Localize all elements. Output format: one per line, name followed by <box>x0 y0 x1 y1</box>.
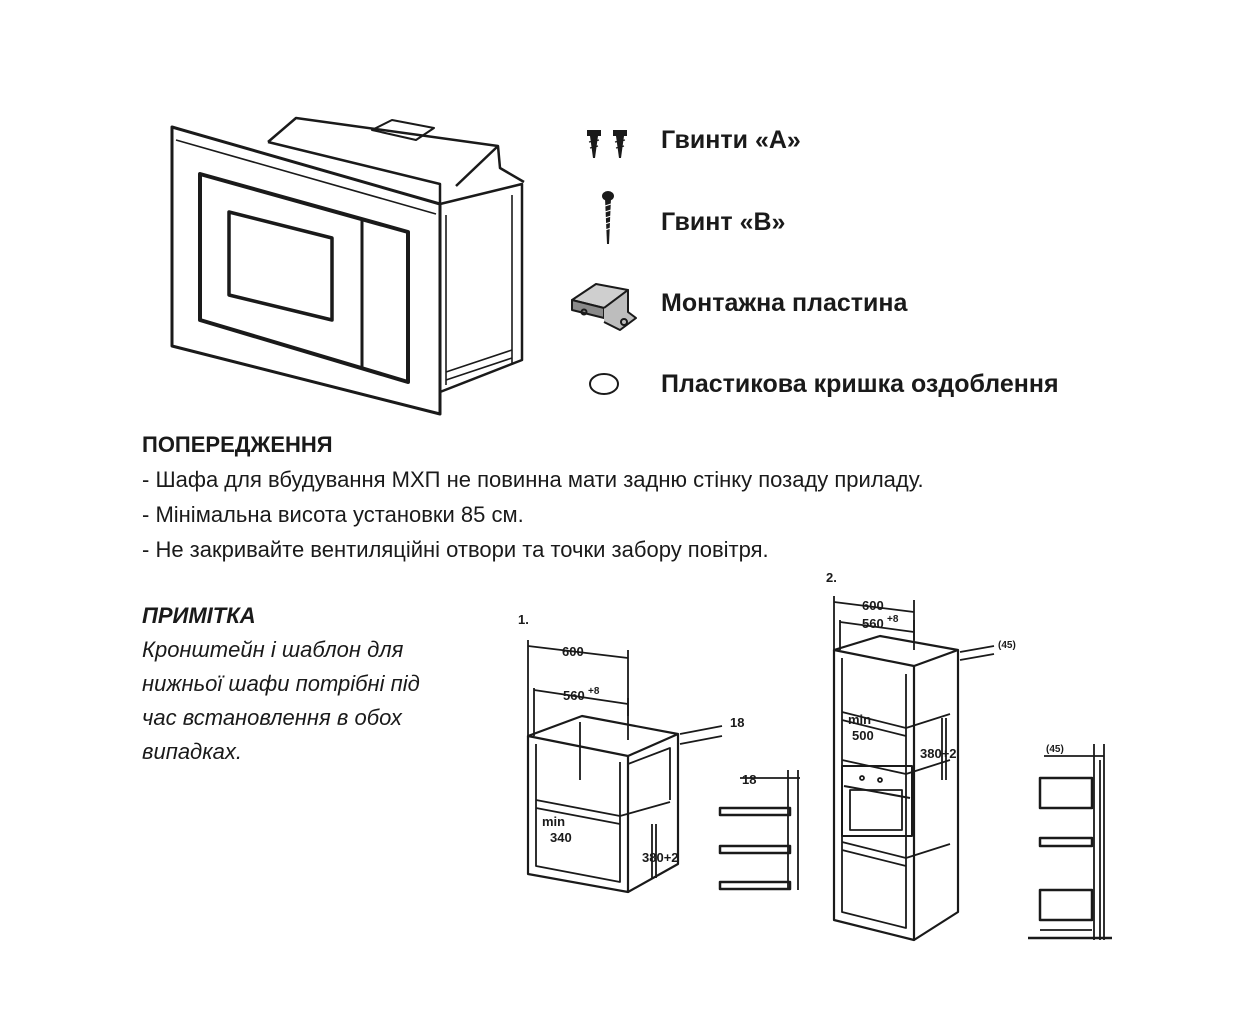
warning-line-2: - Мінімальна висота установки 85 см. <box>142 502 524 527</box>
diagram-2-height: 380+2 <box>920 746 957 761</box>
diagram-2-side-depth: (45) <box>1046 744 1064 755</box>
part-label-plastic-cap: Пластикова кришка оздоблення <box>661 370 1059 398</box>
diagram-1-number: 1. <box>518 612 529 627</box>
diagram-2-width-outer: 600 <box>862 598 884 613</box>
diagram-2-min-label: min <box>848 712 871 727</box>
note-line-2: нижньої шафи потрібні під <box>142 671 420 696</box>
diagram-1-width-outer: 600 <box>562 644 584 659</box>
note-line-3: час встановлення в обох <box>142 705 402 730</box>
screw-a-icon <box>587 130 627 158</box>
diagram-1-width-inner-tol: +8 <box>588 686 600 697</box>
diagram-2-min-value: 500 <box>852 728 874 743</box>
part-label-screw-b: Гвинт «B» <box>661 208 786 236</box>
note-line-1: Кронштейн і шаблон для <box>142 637 404 662</box>
diagram-1-width-inner: 560 <box>563 688 585 703</box>
diagram-1-depth: 18 <box>730 715 744 730</box>
note-title: ПРИМІТКА <box>142 603 256 628</box>
diagram-2-width-inner: 560 <box>862 616 884 631</box>
plastic-cap-icon <box>589 373 619 395</box>
diagram-1-min-value: 340 <box>550 830 572 845</box>
diagram-1-side: 18 <box>742 772 756 787</box>
screw-b-icon <box>602 191 614 244</box>
part-label-mounting-plate: Монтажна пластина <box>661 289 908 317</box>
diagram-2-width-inner-tol: +8 <box>887 614 899 625</box>
diagram-2-number: 2. <box>826 570 837 585</box>
part-label-screws-a: Гвинти «A» <box>661 126 801 154</box>
diagram-2-depth: (45) <box>998 640 1016 651</box>
warning-line-1: - Шафа для вбудування МХП не повинна мат… <box>142 467 924 492</box>
diagram-1-height: 380+2 <box>642 850 679 865</box>
note-line-4: випадках. <box>142 739 242 764</box>
mounting-plate-icon <box>571 283 637 331</box>
warning-title: ПОПЕРЕДЖЕННЯ <box>142 432 333 457</box>
warning-line-3: - Не закривайте вентиляційні отвори та т… <box>142 537 769 562</box>
diagram-1-min-label: min <box>542 814 565 829</box>
